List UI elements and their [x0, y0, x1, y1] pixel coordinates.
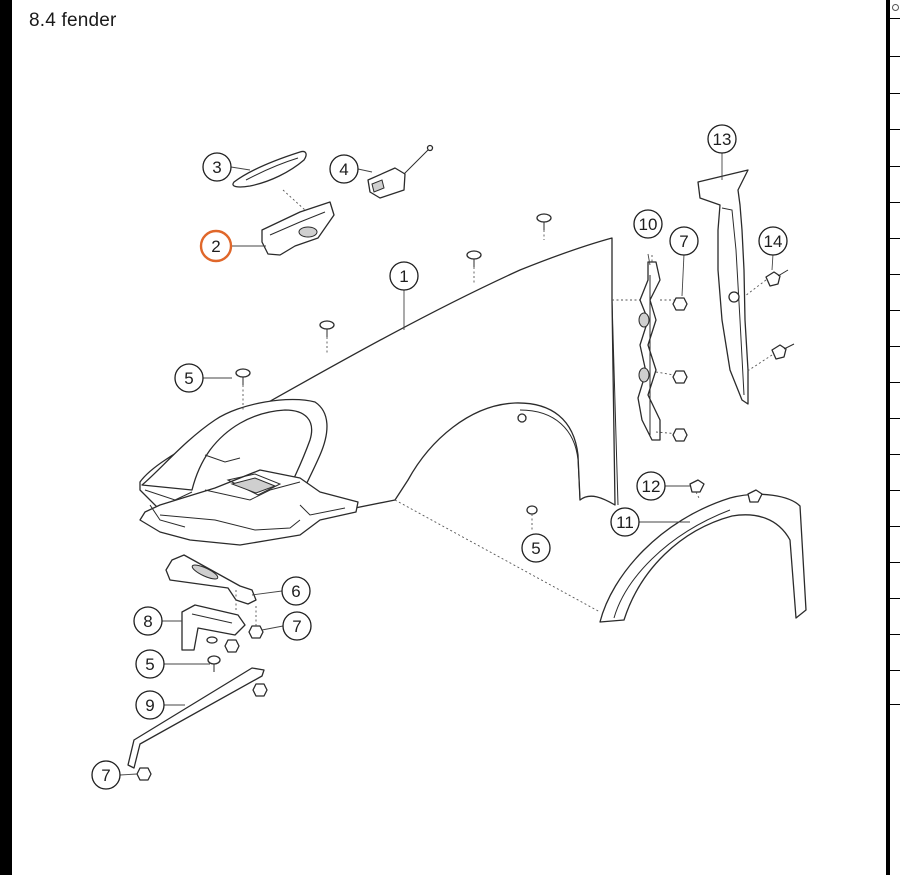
part-housing-bracket[interactable]: [261, 201, 335, 256]
panel-row-divider: [890, 18, 900, 19]
fender-mount-bolt[interactable]: [517, 413, 527, 423]
callout-5[interactable]: 5: [521, 533, 551, 563]
panel-marker-icon: [892, 4, 899, 11]
callout-1-label: 1: [399, 267, 408, 286]
callout-6-label: 6: [291, 582, 300, 601]
callout-7-label: 7: [679, 232, 688, 251]
callout-4-label: 4: [339, 160, 348, 179]
panel-row-divider: [890, 202, 900, 203]
callout-7[interactable]: 7: [91, 760, 121, 790]
part-fender-panel[interactable]: [139, 237, 619, 546]
fender-mount-bolt[interactable]: [235, 368, 251, 385]
right-index-panel: [886, 0, 900, 875]
panel-row-divider: [890, 562, 900, 563]
callout-10-label: 10: [639, 215, 658, 234]
callout-7-label: 7: [101, 766, 110, 785]
panel-row-divider: [890, 310, 900, 311]
callout-2-selected[interactable]: 2: [199, 229, 233, 263]
callout-14[interactable]: 14: [758, 226, 788, 256]
part-lower-bracket[interactable]: [165, 554, 257, 605]
callout-6[interactable]: 6: [281, 576, 311, 606]
callout-13-label: 13: [713, 130, 732, 149]
callout-2-label: 2: [211, 237, 220, 256]
panel-row-divider: [890, 129, 900, 130]
callout-8[interactable]: 8: [133, 606, 163, 636]
fender-mount-bolt[interactable]: [526, 505, 538, 515]
panel-row-divider: [890, 670, 900, 671]
mount-bolt[interactable]: [206, 636, 218, 644]
page-title: 8.4 fender: [29, 10, 117, 31]
callout-3-label: 3: [212, 158, 221, 177]
right-panel-divider: [886, 0, 890, 875]
part-vertical-seal[interactable]: [697, 169, 749, 405]
callout-14-label: 14: [764, 232, 783, 251]
panel-row-divider: [890, 634, 900, 635]
panel-row-divider: [890, 56, 900, 57]
callout-7[interactable]: 7: [282, 611, 312, 641]
panel-row-divider: [890, 526, 900, 527]
part-brace-rod[interactable]: [127, 667, 265, 769]
hex-nut[interactable]: [672, 370, 688, 384]
callout-11-label: 11: [616, 513, 634, 532]
part-mounting-strip[interactable]: [637, 261, 661, 441]
panel-row-divider: [890, 598, 900, 599]
part-arch-clip[interactable]: [689, 479, 705, 493]
hex-nut[interactable]: [136, 767, 152, 781]
part-arch-clip[interactable]: [747, 489, 763, 503]
panel-row-divider: [890, 238, 900, 239]
panel-row-divider: [890, 274, 900, 275]
callout-9[interactable]: 9: [135, 690, 165, 720]
callout-5[interactable]: 5: [135, 649, 165, 679]
callout-10[interactable]: 10: [633, 209, 663, 239]
callout-12-label: 12: [642, 477, 661, 496]
panel-row-divider: [890, 704, 900, 705]
callout-11[interactable]: 11: [610, 507, 640, 537]
mount-bolt[interactable]: [207, 655, 221, 672]
hex-nut[interactable]: [224, 639, 240, 653]
fender-mount-bolt[interactable]: [466, 250, 482, 267]
panel-row-divider: [890, 454, 900, 455]
hex-nut[interactable]: [252, 683, 268, 697]
part-wheel-arch-trim[interactable]: [599, 493, 807, 623]
callout-5-label: 5: [531, 539, 540, 558]
part-support-bracket[interactable]: [181, 604, 246, 651]
part-seal-clip[interactable]: [771, 343, 795, 360]
left-border-bar: [0, 0, 12, 875]
callout-12[interactable]: 12: [636, 471, 666, 501]
part-cover-plate[interactable]: [232, 150, 307, 188]
callout-4[interactable]: 4: [329, 154, 359, 184]
part-connector[interactable]: [367, 144, 434, 199]
panel-row-divider: [890, 418, 900, 419]
panel-row-divider: [890, 490, 900, 491]
callout-5-label: 5: [184, 369, 193, 388]
part-seal-clip[interactable]: [765, 269, 789, 287]
callout-13[interactable]: 13: [707, 124, 737, 154]
panel-row-divider: [890, 93, 900, 94]
callout-3[interactable]: 3: [202, 152, 232, 182]
callout-5[interactable]: 5: [174, 363, 204, 393]
callout-7[interactable]: 7: [669, 226, 699, 256]
panel-row-divider: [890, 382, 900, 383]
callout-7-label: 7: [292, 617, 301, 636]
hex-nut[interactable]: [248, 625, 264, 639]
panel-row-divider: [890, 346, 900, 347]
callout-5-label: 5: [145, 655, 154, 674]
callout-8-label: 8: [143, 612, 152, 631]
callout-1[interactable]: 1: [389, 261, 419, 291]
callout-9-label: 9: [145, 696, 154, 715]
fender-mount-bolt[interactable]: [319, 320, 335, 337]
hex-nut[interactable]: [672, 297, 688, 311]
hex-nut[interactable]: [672, 428, 688, 442]
fender-mount-bolt[interactable]: [536, 213, 552, 230]
panel-row-divider: [890, 166, 900, 167]
